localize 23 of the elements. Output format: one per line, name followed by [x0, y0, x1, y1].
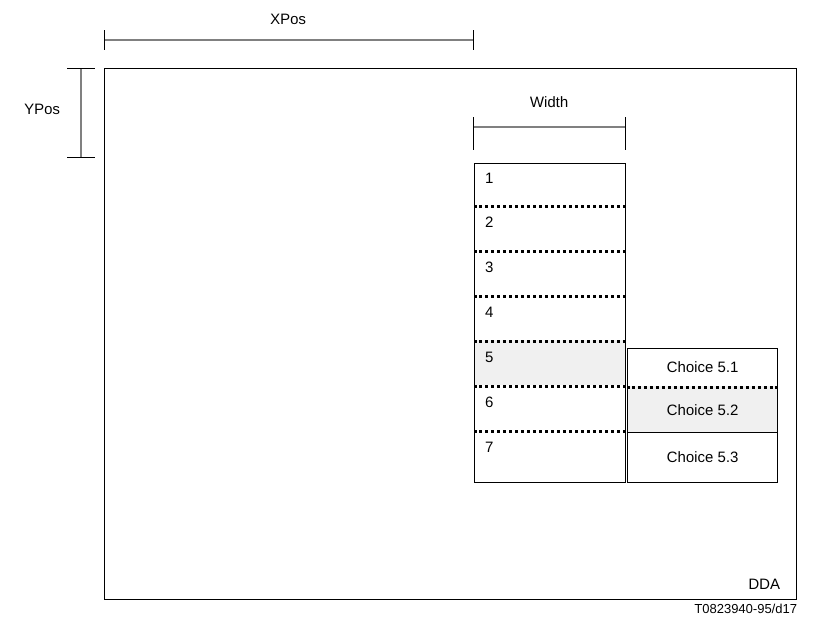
item-label: Choice 5.1	[666, 359, 738, 376]
area-label: DDA	[748, 576, 780, 593]
menu-item	[474, 205, 626, 250]
menu-item	[474, 250, 626, 295]
item-label: Choice 5.2	[666, 402, 738, 419]
menu-item	[474, 430, 626, 483]
submenu-item	[627, 386, 778, 432]
item-number: 7	[485, 439, 494, 456]
item-number: 3	[485, 259, 494, 276]
item-label: Choice 5.3	[666, 449, 738, 466]
dimension-label: Width	[530, 94, 568, 111]
screen-frame	[104, 68, 797, 600]
submenu-item	[627, 432, 778, 483]
menu-item	[474, 340, 626, 385]
menu-item	[474, 163, 626, 205]
dimension-label: YPos	[24, 101, 60, 118]
dimension-label: XPos	[270, 11, 306, 28]
figure-code: T0823940-95/d17	[694, 601, 797, 616]
item-number: 1	[485, 170, 494, 187]
item-number: 6	[485, 394, 494, 411]
item-number: 4	[485, 304, 494, 321]
item-number: 2	[485, 214, 494, 231]
item-number: 5	[485, 349, 494, 366]
